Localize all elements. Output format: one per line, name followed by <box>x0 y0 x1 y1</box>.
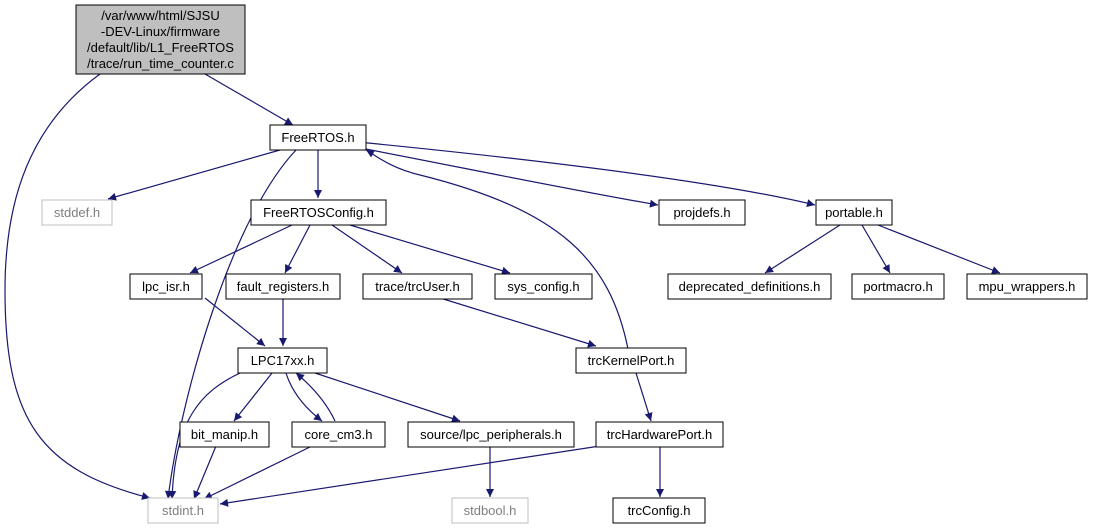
node-trchardwareport-h[interactable]: trcHardwarePort.h <box>595 421 724 448</box>
nodes: /var/www/html/SJSU -DEV-Linux/firmware /… <box>41 4 1088 524</box>
svg-text:mpu_wrappers.h: mpu_wrappers.h <box>979 279 1076 294</box>
node-lpc-peripherals-h[interactable]: source/lpc_peripherals.h <box>407 421 575 448</box>
svg-text:FreeRTOS.h: FreeRTOS.h <box>281 130 354 145</box>
edge-lpc17xx-corecm3 <box>285 372 323 422</box>
edge-lpcisr-lpc17xx <box>204 297 266 347</box>
edge-lpc17xx-bitmanip <box>233 372 273 422</box>
edge-trckernelport-trchardwareport <box>635 372 653 422</box>
edge-lpc17xx-lpcperipherals <box>314 372 461 423</box>
svg-text:trace/trcUser.h: trace/trcUser.h <box>375 279 460 294</box>
node-bit-manip-h[interactable]: bit_manip.h <box>179 421 270 448</box>
node-stddef-h: stddef.h <box>41 199 113 226</box>
edge-root-freertos <box>204 73 294 126</box>
svg-text:trcConfig.h: trcConfig.h <box>628 503 691 518</box>
node-portmacro-h[interactable]: portmacro.h <box>851 273 945 300</box>
edge-freertosconfig-trcuser <box>331 224 403 274</box>
edge-freertos-projdefs <box>349 145 659 208</box>
edge-freertos-stdint <box>164 149 297 500</box>
svg-text:FreeRTOSConfig.h: FreeRTOSConfig.h <box>263 205 374 220</box>
root-line-1: /var/www/html/SJSU <box>101 8 219 23</box>
node-portable-h[interactable]: portable.h <box>815 199 893 226</box>
node-deprecated-definitions-h[interactable]: deprecated_definitions.h <box>667 273 832 300</box>
node-freertos-h[interactable]: FreeRTOS.h <box>269 124 367 151</box>
svg-text:portmacro.h: portmacro.h <box>863 279 932 294</box>
node-projdefs-h[interactable]: projdefs.h <box>658 199 746 226</box>
svg-text:trcKernelPort.h: trcKernelPort.h <box>588 353 675 368</box>
node-trckernelport-h[interactable]: trcKernelPort.h <box>575 347 687 374</box>
svg-text:source/lpc_peripherals.h: source/lpc_peripherals.h <box>420 427 562 442</box>
node-sys-config-h[interactable]: sys_config.h <box>494 273 593 300</box>
edge-corecm3-stdint <box>203 445 313 500</box>
svg-text:core_cm3.h: core_cm3.h <box>305 427 373 442</box>
node-trcconfig-h[interactable]: trcConfig.h <box>612 497 706 524</box>
node-freertosconfig-h[interactable]: FreeRTOSConfig.h <box>250 199 387 226</box>
edge-freertosconfig-faultregisters <box>284 224 311 274</box>
edge-corecm3-lpc17xx <box>295 372 336 422</box>
root-line-4: /trace/run_time_counter.c <box>87 56 234 71</box>
edge-bitmanip-stdint <box>193 445 217 500</box>
node-lpc-isr-h[interactable]: lpc_isr.h <box>129 273 203 300</box>
svg-text:portable.h: portable.h <box>825 205 883 220</box>
node-root-file: /var/www/html/SJSU -DEV-Linux/firmware /… <box>75 4 246 75</box>
edge-trchardwareport-stdint <box>219 445 601 507</box>
node-stdint-h: stdint.h <box>147 497 219 524</box>
svg-text:lpc_isr.h: lpc_isr.h <box>142 279 190 294</box>
edge-portable-portmacro <box>861 224 891 274</box>
svg-text:projdefs.h: projdefs.h <box>673 205 730 220</box>
svg-text:stdint.h: stdint.h <box>162 503 204 518</box>
edge-freertosconfig-sysconfig <box>349 224 511 275</box>
edge-freertos-stddef <box>107 149 281 201</box>
svg-text:stddef.h: stddef.h <box>54 205 100 220</box>
svg-text:stdbool.h: stdbool.h <box>464 503 517 518</box>
node-core-cm3-h[interactable]: core_cm3.h <box>291 421 386 448</box>
edge-trckernelport-freertos <box>365 149 629 350</box>
edge-freertos-portable <box>357 141 816 208</box>
svg-text:trcHardwarePort.h: trcHardwarePort.h <box>607 427 712 442</box>
root-line-3: /default/lib/L1_FreeRTOS <box>87 40 234 55</box>
edge-root-stdint <box>4 73 151 500</box>
node-lpc17xx-h[interactable]: LPC17xx.h <box>237 347 328 374</box>
edge-lpc17xx-stdint <box>168 372 241 500</box>
node-fault-registers-h[interactable]: fault_registers.h <box>225 273 341 300</box>
edge-portable-mpuwrappers <box>877 224 1001 274</box>
svg-text:LPC17xx.h: LPC17xx.h <box>251 353 315 368</box>
root-line-2: -DEV-Linux/firmware <box>101 24 220 39</box>
node-trcuser-h[interactable]: trace/trcUser.h <box>362 273 473 300</box>
edges <box>4 73 1001 507</box>
edge-portable-deprecated <box>764 224 841 274</box>
svg-text:deprecated_definitions.h: deprecated_definitions.h <box>679 279 821 294</box>
node-stdbool-h: stdbool.h <box>451 497 529 524</box>
svg-text:sys_config.h: sys_config.h <box>507 279 579 294</box>
svg-text:fault_registers.h: fault_registers.h <box>237 279 330 294</box>
edge-freertosconfig-lpcisr <box>189 224 293 274</box>
node-mpu-wrappers-h[interactable]: mpu_wrappers.h <box>966 273 1088 300</box>
svg-text:bit_manip.h: bit_manip.h <box>191 427 258 442</box>
edge-trcuser-trckernelport <box>439 297 597 348</box>
